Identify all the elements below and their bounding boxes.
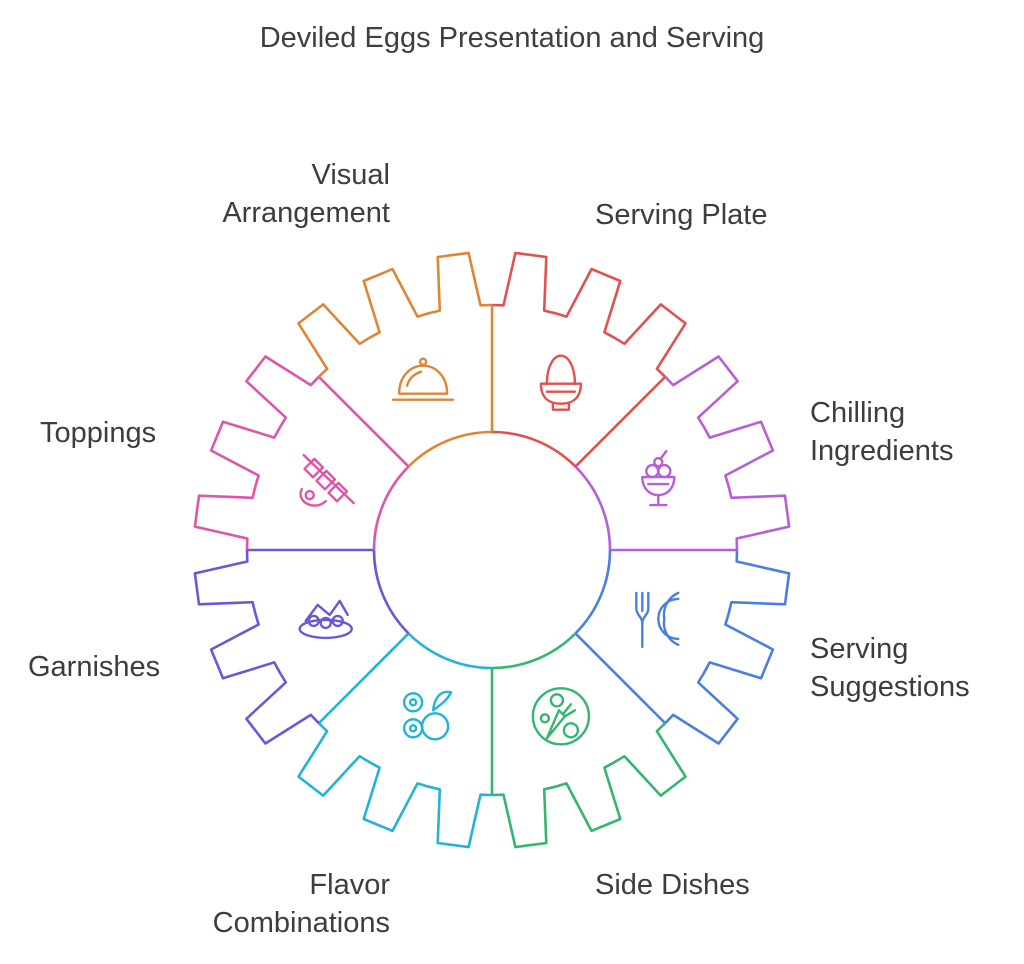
cloche-icon [391, 357, 455, 401]
label-line: Visual [311, 159, 390, 191]
label-line: Side Dishes [595, 869, 750, 901]
label-chilling-ingredients: Chilling Ingredients [810, 394, 954, 470]
label-visual-arrangement: Visual Arrangement [222, 156, 390, 232]
label-toppings: Toppings [40, 414, 156, 452]
label-line: Serving [810, 633, 909, 665]
segment-garnishes [193, 548, 410, 745]
label-side-dishes: Side Dishes [595, 866, 750, 904]
fork-and-plate-icon [635, 591, 680, 649]
segment-divider [574, 632, 667, 725]
segment-side-dishes [490, 632, 687, 849]
label-line: Serving Plate [595, 199, 768, 231]
egg-cup-icon [539, 354, 583, 411]
center-arc [372, 465, 410, 551]
gear-teeth [664, 355, 791, 551]
fruits-icon [402, 690, 453, 741]
center-arc [574, 465, 612, 551]
segment-divider [574, 375, 667, 468]
diagram-title: Deviled Eggs Presentation and Serving [259, 22, 765, 54]
segment-serving-plate [491, 251, 687, 468]
label-line: Chilling [810, 397, 906, 429]
center-arc [574, 549, 612, 635]
label-serving-plate: Serving Plate [595, 196, 768, 234]
segment-visual-arrangement [297, 251, 494, 468]
garnish-plate-icon [298, 599, 353, 640]
gear-teeth [491, 722, 687, 849]
segment-divider [317, 632, 410, 725]
center-arc [372, 549, 410, 635]
label-line: Ingredients [810, 435, 954, 467]
segment-toppings [193, 355, 410, 551]
label-garnishes: Garnishes [28, 648, 160, 686]
label-line: Flavor [309, 869, 390, 901]
segment-serving-suggestions [574, 549, 791, 745]
segment-chilling-ingredients [574, 355, 791, 552]
center-arc [407, 632, 493, 670]
gear-teeth [664, 549, 791, 745]
label-line: Suggestions [810, 671, 970, 703]
label-line: Arrangement [222, 197, 390, 229]
skewer-icon [299, 453, 355, 507]
gear-teeth [297, 251, 493, 378]
gear-teeth [193, 355, 320, 551]
gear-teeth [491, 251, 687, 378]
center-arc [491, 632, 577, 670]
ice-cream-sundae-icon [641, 449, 676, 507]
label-serving-suggestions: Serving Suggestions [810, 630, 970, 706]
vegetable-plate-icon [531, 687, 591, 746]
gear-teeth [193, 549, 320, 745]
center-arc [491, 430, 577, 468]
label-line: Combinations [212, 907, 390, 939]
label-line: Garnishes [28, 651, 161, 683]
label-flavor-combinations: Flavor Combinations [213, 866, 390, 942]
segment-divider [317, 375, 410, 468]
gear-teeth [297, 722, 493, 849]
center-arc [407, 430, 493, 468]
segment-flavor-combinations [297, 632, 493, 849]
label-line: Toppings [40, 417, 157, 449]
